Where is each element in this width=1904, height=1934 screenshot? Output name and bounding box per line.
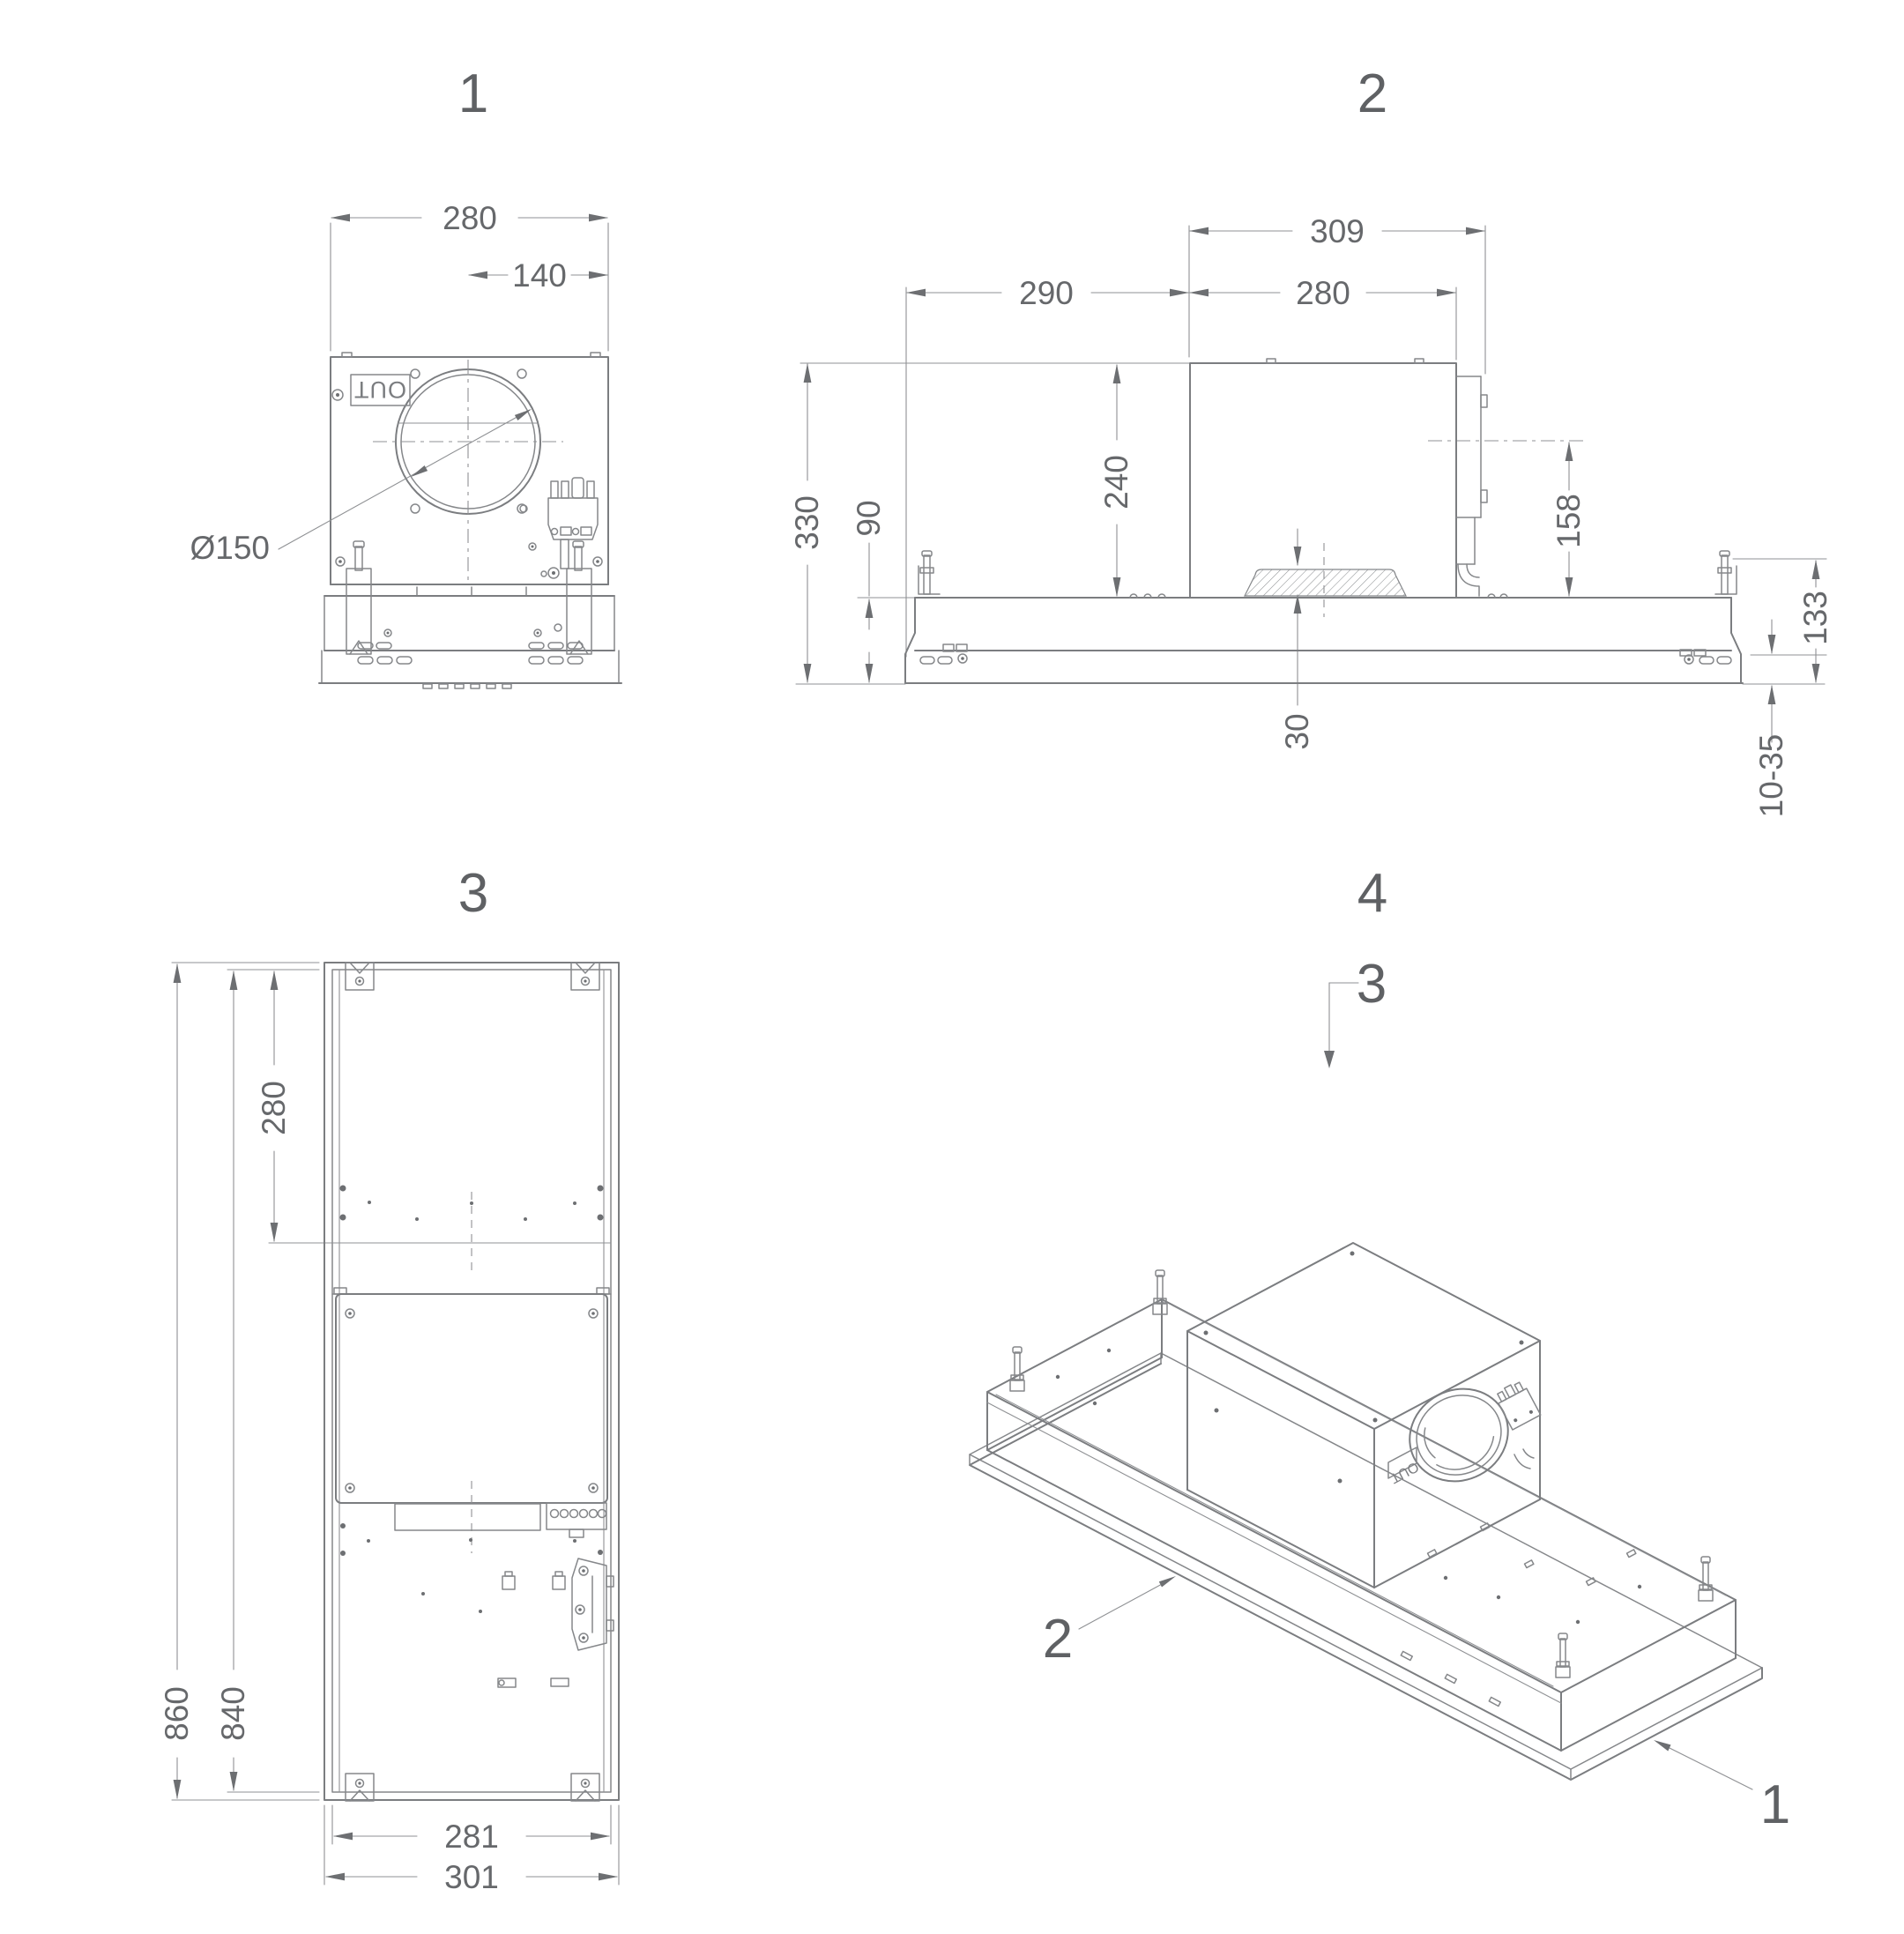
iso-base-hardware <box>1055 1348 1642 1707</box>
unit-body-outline <box>331 969 612 1793</box>
spacer-block <box>1244 569 1407 597</box>
view2-title: 2 <box>1357 63 1387 124</box>
hanger-bracket-bottom-left <box>345 1773 375 1802</box>
iso-out-label: OUT <box>1387 1459 1421 1486</box>
view2-dim-box-height: 240 <box>1098 364 1134 597</box>
iso-terminal-block <box>1497 1381 1542 1431</box>
hinge-assembly <box>571 1558 614 1651</box>
dim-309: 309 <box>1310 213 1365 249</box>
suspension-stud-right <box>1714 550 1737 595</box>
hanger-bracket-bottom-right <box>570 1773 600 1802</box>
iso-base-channel <box>986 1298 1737 1752</box>
view3-plan-view: 3 860 840 280 <box>159 863 620 1895</box>
hanger-bracket-top-left <box>345 962 375 991</box>
view2-side-view: 2 309 290 280 330 90 240 <box>789 63 1833 817</box>
view1-dim-center-offset: 140 <box>468 257 608 294</box>
view2-dim-ceiling-thickness: 10-35 <box>1750 619 1827 818</box>
suspension-stud-left <box>918 550 941 595</box>
fan-box-plan <box>335 1293 608 1504</box>
view1-base-frame <box>318 540 622 689</box>
view2-dim-outlet-center: 158 <box>1428 440 1587 597</box>
dim-301: 301 <box>444 1859 499 1895</box>
terminal-block <box>547 477 599 569</box>
dim-860: 860 <box>159 1686 195 1741</box>
mounting-bracket-left <box>346 540 372 655</box>
view2-dim-total-height: 330 <box>789 362 1190 683</box>
dim-840: 840 <box>215 1686 251 1741</box>
hanger-bracket-top-right <box>570 962 600 991</box>
dim-240: 240 <box>1098 455 1134 510</box>
callout-part-2: 2 <box>1043 1576 1176 1670</box>
dim-30: 30 <box>1279 713 1315 749</box>
iso-out-plate <box>1387 1447 1417 1479</box>
callout-part-1: 1 <box>1654 1740 1790 1835</box>
view4-isometric-view: 4 <box>969 863 1790 1835</box>
view2-dim-base-height: 90 <box>851 500 916 683</box>
mounting-bracket-right <box>566 540 592 655</box>
view3-mounting-holes <box>339 1185 604 1221</box>
fan-box-screws <box>345 1308 599 1493</box>
view2-fan-housing <box>1189 358 1488 617</box>
callout-3-label: 3 <box>1357 954 1387 1015</box>
view3-dim-end-section: 280 <box>256 971 333 1244</box>
callout-1-label: 1 <box>1760 1774 1790 1835</box>
view3-dim-inner-length: 840 <box>215 969 320 1793</box>
view3-dim-outer-length: 860 <box>159 962 320 1801</box>
dim-281: 281 <box>444 1819 499 1855</box>
iso-ceiling-frame <box>969 1352 1763 1781</box>
view2-base-frame <box>795 550 1826 685</box>
dim-280-box: 280 <box>1296 275 1350 311</box>
view4-title: 4 <box>1357 863 1387 924</box>
view3-dim-outer-width: 301 <box>324 1804 620 1895</box>
view2-dim-left-section: 290 <box>905 275 1189 658</box>
dim-280-width: 280 <box>443 200 497 236</box>
view1-dim-width: 280 <box>330 200 609 352</box>
view2-dim-box-width: 280 <box>1189 275 1457 361</box>
view1-fan-housing-face: OUT <box>278 352 609 585</box>
iso-fan-box: OUT <box>1186 1242 1542 1588</box>
out-label: OUT <box>353 376 406 403</box>
dim-10-35: 10-35 <box>1753 734 1789 818</box>
dim-280-plan: 280 <box>256 1081 292 1135</box>
iso-suspension-studs <box>1009 1269 1714 1678</box>
dim-140-center: 140 <box>512 257 567 294</box>
dim-158: 158 <box>1551 494 1587 548</box>
dim-diameter-150: Ø150 <box>190 530 270 566</box>
dim-133: 133 <box>1797 591 1833 645</box>
ceiling-frame-outline <box>324 962 620 1801</box>
dim-90: 90 <box>851 500 887 536</box>
view2-dim-spigot: 309 <box>1188 213 1486 375</box>
view2-dim-frame-height: 133 <box>1732 558 1833 683</box>
callout-part-3: 3 <box>1324 954 1387 1068</box>
dim-330: 330 <box>789 495 825 550</box>
callout-2-label: 2 <box>1043 1609 1073 1670</box>
dim-290: 290 <box>1019 275 1074 311</box>
view3-title: 3 <box>458 863 488 924</box>
view2-dim-spacer: 30 <box>1279 528 1315 750</box>
view3-lower-details <box>340 1502 614 1688</box>
view3-dim-inner-width: 281 <box>331 1804 612 1855</box>
view1-title: 1 <box>458 63 488 124</box>
view1-front-view: 1 280 140 OUT <box>190 63 622 689</box>
out-label-plate <box>350 374 411 406</box>
